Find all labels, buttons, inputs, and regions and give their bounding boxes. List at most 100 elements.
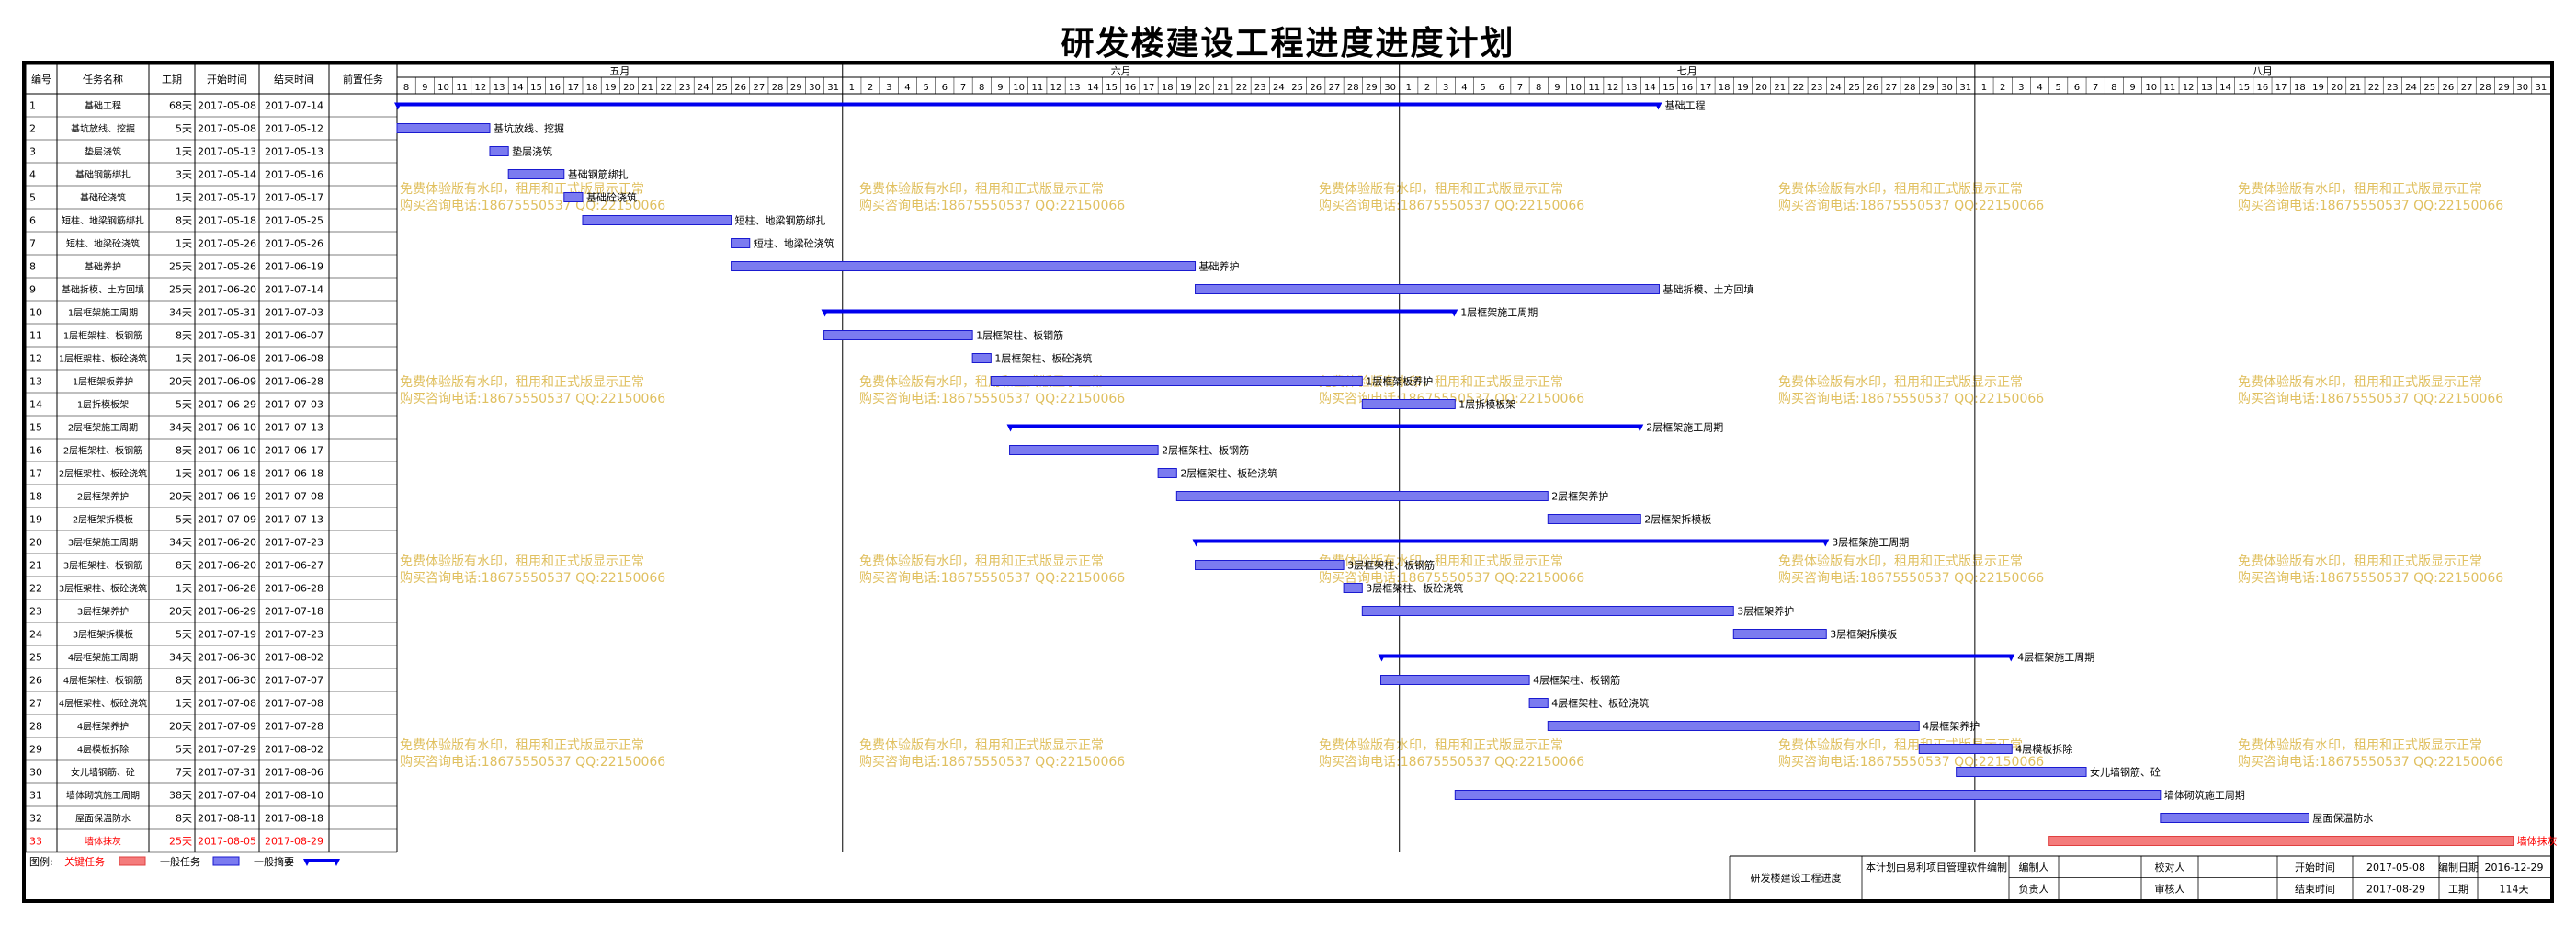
watermark-text: 购买咨询电话:18675550537 QQ:22150066 — [859, 571, 1125, 586]
day-tick-label: 28 — [1904, 83, 1916, 93]
task-bar — [1195, 560, 1345, 570]
task-start: 2017-05-31 — [198, 307, 256, 319]
task-end: 2017-05-13 — [265, 146, 323, 158]
summary-start-marker — [821, 309, 829, 317]
day-tick-label: 11 — [1031, 83, 1043, 93]
task-bar — [1918, 744, 2013, 754]
task-end: 2017-07-13 — [265, 514, 323, 526]
bar-label: 1层框架柱、板钢筋 — [976, 329, 1063, 342]
day-tick-label: 25 — [2423, 83, 2435, 93]
summary-start-marker — [394, 102, 402, 110]
task-name: 短柱、地梁钢筋绑扎 — [62, 215, 144, 227]
task-start: 2017-06-28 — [198, 583, 256, 595]
task-name: 2层框架施工周期 — [68, 422, 138, 434]
day-tick-label: 26 — [2443, 83, 2455, 93]
task-bar — [1454, 790, 2162, 800]
task-id: 17 — [29, 468, 42, 480]
task-id: 33 — [29, 836, 42, 848]
day-tick-label: 13 — [1626, 83, 1638, 93]
watermark-text: 购买咨询电话:18675550537 QQ:22150066 — [1778, 571, 2044, 586]
task-start: 2017-06-29 — [198, 606, 256, 618]
day-tick-label: 14 — [1644, 83, 1656, 93]
day-tick-label: 4 — [904, 83, 910, 93]
watermark-text: 免费体验版有水印，租用和正式版显示正常 — [2238, 554, 2482, 569]
summary-end-marker — [1636, 424, 1644, 432]
task-duration: 7天 — [176, 767, 192, 779]
day-tick-label: 29 — [1923, 83, 1935, 93]
day-tick-label: 5 — [1480, 83, 1485, 93]
day-tick-label: 20 — [1755, 83, 1767, 93]
task-duration: 5天 — [176, 514, 192, 526]
task-end: 2017-07-23 — [265, 537, 323, 549]
day-tick-label: 27 — [1329, 83, 1341, 93]
task-start: 2017-06-18 — [198, 468, 256, 480]
task-name: 基础养护 — [85, 261, 121, 273]
day-tick-label: 18 — [586, 83, 598, 93]
task-bar — [1547, 721, 1920, 731]
task-duration: 20天 — [169, 491, 192, 503]
column-header: 编号 — [31, 73, 51, 86]
bar-label: 3层框架柱、板钢筋 — [1347, 559, 1435, 572]
day-tick-label: 6 — [2074, 83, 2080, 93]
task-end: 2017-06-07 — [265, 330, 323, 342]
footer-software: 本计划由易利项目管理软件编制 — [1866, 861, 2007, 874]
bar-label: 2层框架施工周期 — [1646, 422, 1723, 434]
bar-label: 3层框架养护 — [1737, 605, 1794, 618]
day-tick-label: 8 — [403, 83, 409, 93]
watermark-text: 购买咨询电话:18675550537 QQ:22150066 — [400, 199, 665, 213]
bar-label: 2层框架养护 — [1551, 490, 1608, 503]
task-bar — [1361, 399, 1456, 409]
watermark-text: 购买咨询电话:18675550537 QQ:22150066 — [2238, 755, 2503, 770]
task-end: 2017-07-14 — [265, 284, 323, 296]
day-tick-label: 19 — [1180, 83, 1192, 93]
task-end: 2017-08-02 — [265, 744, 323, 756]
day-tick-label: 11 — [456, 83, 468, 93]
summary-bar — [1009, 424, 1641, 428]
watermark-text: 免费体验版有水印，租用和正式版显示正常 — [400, 375, 644, 390]
day-tick-label: 12 — [1050, 83, 1062, 93]
task-duration: 8天 — [176, 330, 192, 342]
task-name: 2层框架养护 — [77, 491, 129, 503]
task-id: 28 — [29, 721, 42, 733]
task-end: 2017-05-17 — [265, 192, 323, 204]
watermark-text: 免费体验版有水印，租用和正式版显示正常 — [1319, 738, 1563, 753]
day-tick-label: 31 — [1959, 83, 1971, 93]
day-tick-label: 21 — [1217, 83, 1229, 93]
task-name: 1层框架柱、板砼浇筑 — [59, 353, 147, 365]
task-id: 25 — [29, 652, 42, 664]
watermark-text: 免费体验版有水印，租用和正式版显示正常 — [1778, 182, 2023, 197]
task-end: 2017-06-18 — [265, 468, 323, 480]
summary-bar — [1195, 539, 1827, 543]
task-id: 22 — [29, 583, 42, 595]
task-end: 2017-08-18 — [265, 813, 323, 825]
column-header: 开始时间 — [207, 73, 247, 86]
task-start: 2017-06-10 — [198, 422, 256, 434]
day-tick-label: 29 — [2498, 83, 2510, 93]
day-tick-label: 17 — [2275, 83, 2287, 93]
task-end: 2017-06-17 — [265, 445, 323, 457]
task-bar — [971, 353, 992, 363]
task-name: 短柱、地梁砼浇筑 — [66, 238, 140, 250]
day-tick-label: 1 — [1981, 83, 1987, 93]
summary-end-marker — [1450, 309, 1458, 317]
month-label: 八月 — [2253, 65, 2273, 77]
task-duration: 3天 — [176, 169, 192, 181]
task-duration: 25天 — [169, 836, 192, 848]
watermark-text: 免费体验版有水印，租用和正式版显示正常 — [1778, 375, 2023, 390]
task-bar — [1343, 583, 1363, 593]
watermark-text: 免费体验版有水印，租用和正式版显示正常 — [400, 554, 644, 569]
day-tick-label: 4 — [2037, 83, 2042, 93]
month-label: 七月 — [1677, 65, 1697, 77]
legend-normal-label: 一般任务 — [160, 856, 200, 868]
bar-label: 基坑放线、挖掘 — [494, 122, 564, 135]
task-start: 2017-07-19 — [198, 629, 256, 641]
footer-start-label: 开始时间 — [2295, 861, 2335, 874]
task-id: 32 — [29, 813, 42, 825]
task-name: 1层框架柱、板钢筋 — [63, 330, 142, 342]
task-name: 1层框架施工周期 — [68, 307, 138, 319]
footer-reviewer-label: 审核人 — [2155, 883, 2185, 896]
legend-summary-marker — [303, 859, 311, 866]
task-id: 9 — [29, 284, 36, 296]
day-tick-label: 18 — [2294, 83, 2306, 93]
